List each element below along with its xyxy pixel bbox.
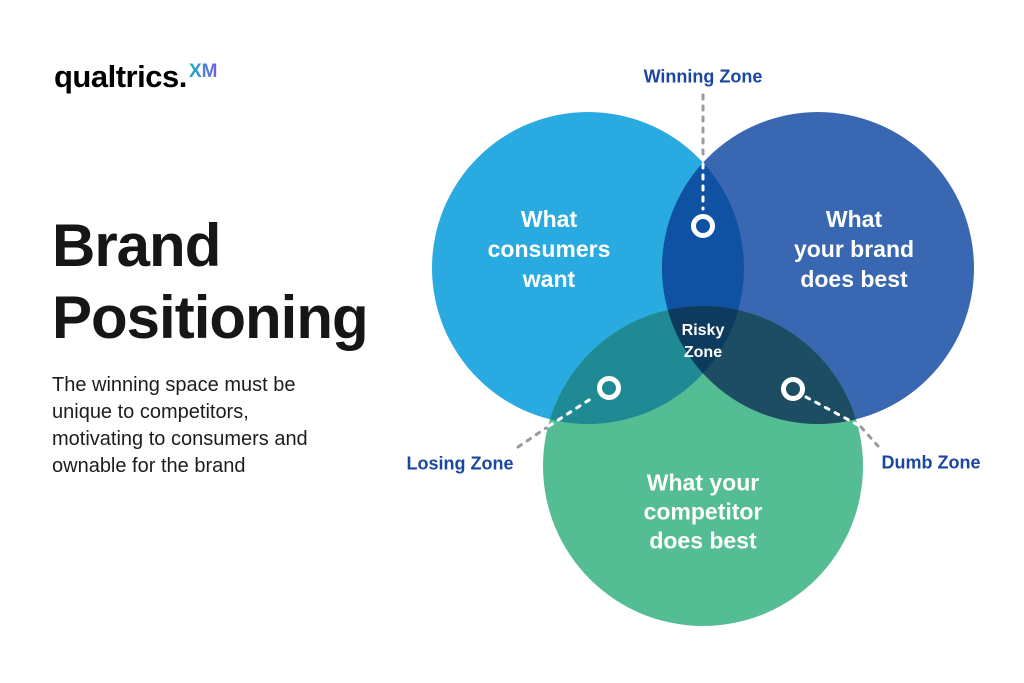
brand-circle-label-line: What — [825, 206, 883, 232]
page-title-line1: Brand — [52, 212, 221, 279]
page-title: Brand Positioning — [52, 210, 369, 354]
losing-leader-line-inner — [547, 396, 594, 428]
losing-leader-line-outer — [516, 426, 548, 449]
qualtrics-logo-wordmark: qualtrics. — [54, 59, 187, 94]
competitor-circle-label-line: What your — [646, 469, 760, 496]
dumb-zone-label: Dumb Zone — [881, 452, 981, 473]
subtitle-line: motivating to consumers and — [52, 428, 308, 450]
page-subtitle: The winning space must be unique to comp… — [52, 372, 308, 480]
dumb-leader-line-inner — [804, 395, 860, 427]
brand-circle-label-line: does best — [800, 266, 908, 292]
risky-zone-label-line: Risky — [681, 322, 725, 339]
consumers-circle-label: What consumers want — [488, 204, 611, 294]
overlap-left-shape — [543, 306, 744, 424]
qualtrics-logo: qualtrics. XM — [54, 56, 229, 98]
consumers-circle-label-line: What — [520, 206, 578, 232]
losing-zone-label: Losing Zone — [406, 453, 514, 474]
subtitle-line: unique to competitors, — [52, 401, 249, 423]
losing-ring-icon — [597, 376, 621, 400]
page-title-line2: Positioning — [52, 284, 369, 351]
competitor-circle-label: What your competitor does best — [644, 469, 763, 556]
brand-circle-label-line: your brand — [793, 236, 915, 262]
winning-zone-label: Winning Zone — [643, 66, 763, 87]
competitor-circle-label-line: does best — [649, 527, 757, 554]
subtitle-line: The winning space must be — [52, 374, 296, 396]
risky-zone-label: Risky Zone — [682, 320, 725, 364]
xm-logo-text: XM — [189, 61, 218, 81]
consumers-circle-label-line: want — [522, 266, 576, 292]
dumb-ring-icon — [781, 377, 805, 401]
brand-circle-label: What your brand does best — [794, 204, 914, 294]
risky-zone-label-line: Zone — [683, 344, 723, 361]
winning-ring-icon — [691, 214, 715, 238]
overlap-right-shape — [662, 306, 863, 424]
dumb-leader-line-outer — [859, 425, 880, 448]
qualtrics-xm-logo-icon: XM — [189, 61, 218, 81]
subtitle-line: ownable for the brand — [52, 455, 246, 477]
consumers-circle-label-line: consumers — [487, 236, 611, 262]
competitor-circle-label-line: competitor — [643, 498, 763, 525]
